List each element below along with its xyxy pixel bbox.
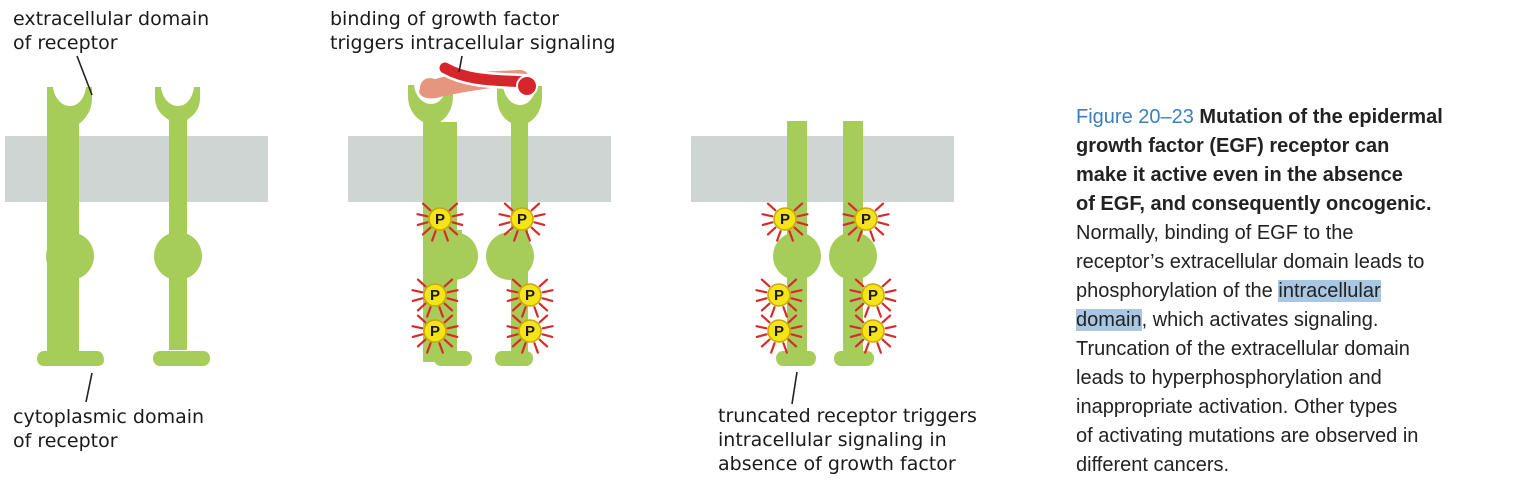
phospho-group: P [757,280,802,317]
caption-line: domain, which activates signaling. [1076,306,1516,335]
panel-truncated-receptors: truncated receptor triggers intracellula… [691,121,983,475]
caption-title: Mutation of the epidermal [1193,106,1443,128]
growth-factor [419,60,538,99]
figure-caption: Figure 20–23 Mutation of the epidermal g… [1076,103,1516,480]
phospho-group: P [757,316,802,353]
caption-text: , which activates signaling. [1141,309,1379,331]
truncated-label: truncated receptor triggers intracellula… [718,405,983,475]
phospho-group: P [418,204,463,241]
cytoplasmic-pointer [85,372,93,403]
figure-number: Figure 20–23 [1076,106,1194,128]
receptor-left-truncated [773,121,821,366]
caption-title: growth factor (EGF) receptor can [1076,135,1390,157]
cell-membrane [348,136,611,202]
caption-title: make it active even in the absence [1076,164,1403,186]
phospho-label: P [861,211,871,228]
highlighted-text[interactable]: intracellular [1278,280,1381,302]
phospho-label: P [430,287,440,304]
phospho-label: P [868,287,878,304]
caption-text: of activating mutations are observed in [1076,425,1419,447]
receptor-right [153,87,210,366]
phospho-group: P [844,204,889,241]
binding-pointer [458,55,463,73]
highlighted-text[interactable]: domain [1076,309,1142,331]
truncated-pointer [791,371,798,405]
phospho-label: P [868,323,878,340]
binding-label: binding of growth factor triggers intrac… [330,8,615,54]
caption-title: of EGF, and consequently oncogenic. [1076,193,1432,215]
phospho-label: P [435,211,445,228]
phospho-group: P [851,316,896,353]
phospho-label: P [517,211,527,228]
phospho-group: P [851,280,896,317]
phospho-label: P [525,287,535,304]
cell-membrane [691,136,954,202]
panel-ligand-bound: binding of growth factor triggers intrac… [330,8,615,366]
phospho-group: P [500,204,545,241]
caption-text: Normally, binding of EGF to the [1076,222,1354,244]
caption-text: phosphorylation of the [1076,280,1279,302]
phospho-group: P [508,280,553,317]
receptor-left [37,87,104,366]
receptor-right-truncated [829,121,877,366]
phospho-label: P [430,323,440,340]
caption-text: leads to hyperphosphorylation and [1076,367,1382,389]
phospho-group: P [413,316,458,353]
caption-text: inappropriate activation. Other types [1076,396,1398,418]
cell-membrane [5,136,268,202]
extracellular-pointer [76,55,93,96]
caption-text: Truncation of the extracellular domain [1076,338,1410,360]
phospho-label: P [774,323,784,340]
phospho-label: P [774,287,784,304]
egfr-figure: extracellular domain of receptor cytopla… [5,8,983,475]
phospho-group: P [413,280,458,317]
panel-normal-receptors: extracellular domain of receptor cytopla… [5,8,268,452]
extracellular-label: extracellular domain of receptor [13,8,215,54]
phospho-label: P [780,211,790,228]
phospho-group: P [763,204,808,241]
caption-line: Figure 20–23 Mutation of the epidermal [1076,103,1516,132]
caption-line: phosphorylation of the intracellular [1076,277,1516,306]
phospho-label: P [525,323,535,340]
cytoplasmic-label: cytoplasmic domain of receptor [13,406,210,452]
caption-text: different cancers. [1076,454,1230,476]
caption-text: receptor’s extracellular domain leads to [1076,251,1425,273]
phospho-group: P [508,316,553,353]
